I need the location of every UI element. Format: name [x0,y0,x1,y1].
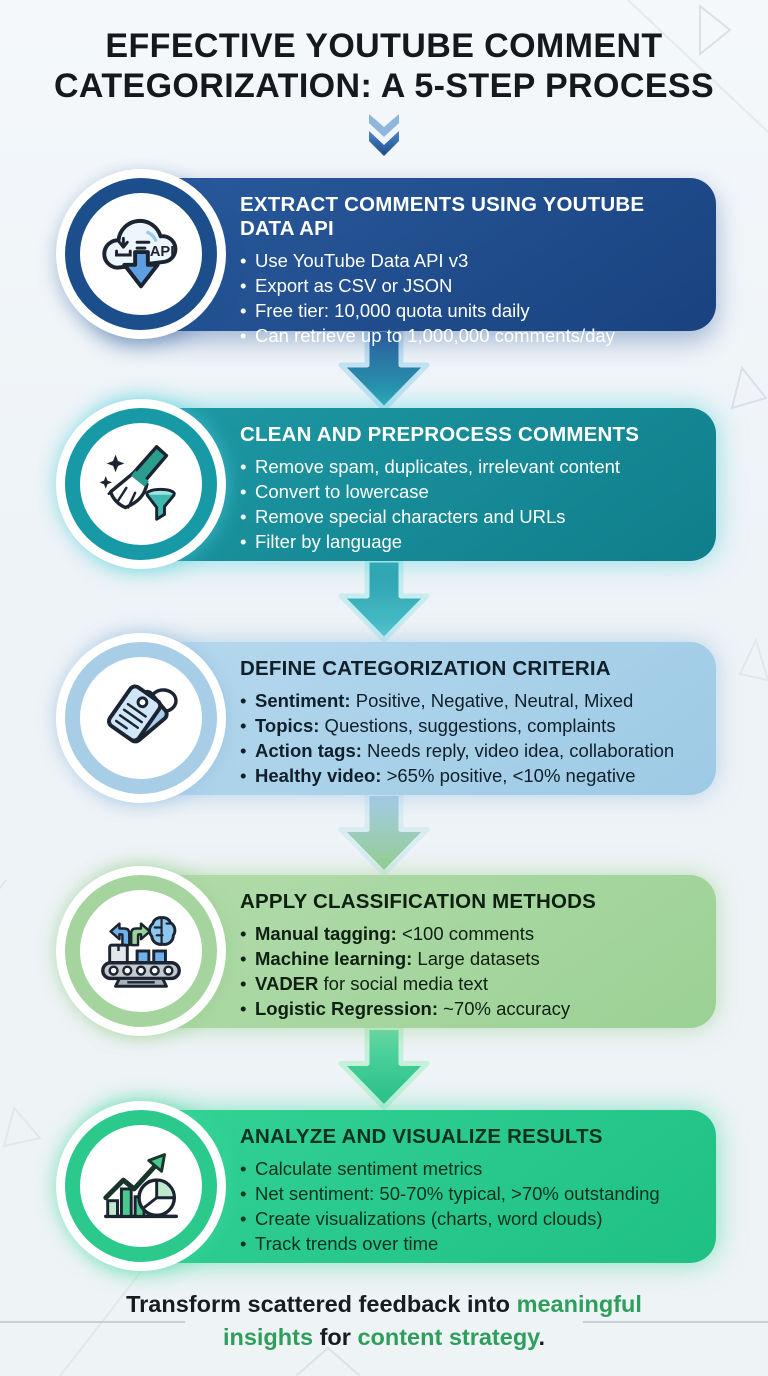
footer-part2: for [313,1324,358,1350]
bullet-item: Use YouTube Data API v3 [240,248,702,273]
step-4-title: APPLY CLASSIFICATION METHODS [240,890,597,913]
bullet-item: Track trends over time [240,1231,702,1256]
bullet-text: ~70% accuracy [437,998,571,1019]
page-title-line1: EFFECTIVE YOUTUBE COMMENT [105,27,663,65]
bullet-text: Calculate sentiment metrics [255,1158,483,1179]
svg-text:API: API [150,244,174,260]
step-4-icon-ring [65,875,217,1027]
bullet-text: >65% positive, <10% negative [381,765,636,786]
step-4-bullets: Manual tagging: <100 comments Machine le… [240,921,702,1021]
flow-arrow-3-icon [338,793,430,876]
bullet-lead: Machine learning: [255,948,413,969]
bullet-item: Calculate sentiment metrics [240,1156,702,1181]
bullet-text: Remove spam, duplicates, irrelevant cont… [255,456,621,477]
bullet-item: VADER for social media text [240,971,702,996]
bullet-text: Filter by language [255,531,403,552]
bullet-text: Can retrieve up to 1,000,000 comments/da… [255,325,615,346]
step-1-title: EXTRACT COMMENTS USING YOUTUBE DATA API [240,193,645,240]
bullet-item: Free tier: 10,000 quota units daily [240,298,702,323]
bullet-item: Healthy video: >65% positive, <10% negat… [240,763,702,788]
step-2-icon-badge [56,399,226,569]
bullet-lead: Action tags: [255,740,362,761]
bullet-text: Use YouTube Data API v3 [255,250,469,271]
footer-text: Transform scattered feedback into meanin… [102,1288,667,1354]
bullet-lead: Manual tagging: [255,923,397,944]
double-down-chevron-icon [369,114,399,156]
bullet-text: Questions, suggestions, complaints [319,715,616,736]
step-3-icon-badge [56,633,226,803]
step-5: ANALYZE AND VISUALIZE RESULTS Calculate … [0,1101,768,1271]
bullet-item: Logistic Regression: ~70% accuracy [240,996,702,1021]
step-1-bullets: Use YouTube Data API v3 Export as CSV or… [240,248,702,348]
cloud-download-api-icon: API [102,219,178,289]
page-title-line2: CATEGORIZATION: A 5-STEP PROCESS [53,67,715,105]
bullet-text: Needs reply, video idea, collaboration [361,740,675,761]
bullet-lead: Healthy video: [255,765,382,786]
bullet-text: <100 comments [396,923,535,944]
bullet-item: Create visualizations (charts, word clou… [240,1206,702,1231]
bullet-lead: VADER [255,973,319,994]
step-3-bullets: Sentiment: Positive, Negative, Neutral, … [240,688,702,788]
bullet-lead: Topics: [255,715,320,736]
bullet-item: Net sentiment: 50-70% typical, >70% outs… [240,1181,702,1206]
price-tags-icon [107,684,178,744]
bullet-text: Large datasets [412,948,540,969]
step-1-icon-badge: API [56,169,226,339]
step-5-icon-ring [65,1110,217,1262]
bullet-item: Can retrieve up to 1,000,000 comments/da… [240,323,702,348]
bullet-item: Action tags: Needs reply, video idea, co… [240,738,702,763]
broom-funnel-icon [99,445,176,521]
footer-part3: . [538,1324,546,1350]
step-5-icon-badge [56,1101,226,1271]
bullet-item: Sentiment: Positive, Negative, Neutral, … [240,688,702,713]
bullet-item: Manual tagging: <100 comments [240,921,702,946]
footer-part1: Transform scattered feedback into [126,1291,517,1317]
bullet-item: Convert to lowercase [240,479,702,504]
step-5-title: ANALYZE AND VISUALIZE RESULTS [240,1125,603,1148]
footer-highlight-1: meaningful insights [222,1291,642,1350]
step-2-bullets: Remove spam, duplicates, irrelevant cont… [240,454,702,554]
bullet-text: Export as CSV or JSON [255,275,453,296]
bullet-item: Filter by language [240,529,702,554]
step-2-icon-ring [65,408,217,560]
step-3-icon-ring [65,642,217,794]
step-4: APPLY CLASSIFICATION METHODS Manual tagg… [0,866,768,1036]
bullet-lead: Sentiment: [255,690,351,711]
bullet-text: for social media text [318,973,489,994]
flow-arrow-4-icon [338,1026,430,1110]
footer-highlight-2: content strategy [357,1324,539,1350]
footer: Transform scattered feedback into meanin… [0,1288,768,1354]
bullet-item: Machine learning: Large datasets [240,946,702,971]
step-3-title: DEFINE CATEGORIZATION CRITERIA [240,657,611,680]
sorting-machine-brain-icon [101,916,181,988]
step-2-title: CLEAN AND PREPROCESS COMMENTS [240,423,640,446]
step-1: EXTRACT COMMENTS USING YOUTUBE DATA API … [0,169,768,348]
bullet-item: Remove spam, duplicates, irrelevant cont… [240,454,702,479]
step-4-icon-badge [56,866,226,1036]
bullet-text: Convert to lowercase [255,481,429,502]
step-2: CLEAN AND PREPROCESS COMMENTS Remove spa… [0,399,768,569]
bullet-item: Export as CSV or JSON [240,273,702,298]
bullet-lead: Logistic Regression: [255,998,438,1019]
bullet-text: Create visualizations (charts, word clou… [255,1208,603,1229]
bullet-item: Remove special characters and URLs [240,504,702,529]
bullet-text: Positive, Negative, Neutral, Mixed [350,690,634,711]
step-5-bullets: Calculate sentiment metrics Net sentimen… [240,1156,702,1256]
step-3: DEFINE CATEGORIZATION CRITERIA Sentiment… [0,633,768,803]
flow-arrow-2-icon [338,559,430,643]
step-1-icon-ring: API [65,178,217,330]
bullet-text: Net sentiment: 50-70% typical, >70% outs… [255,1183,660,1204]
bullet-item: Topics: Questions, suggestions, complain… [240,713,702,738]
bullet-text: Free tier: 10,000 quota units daily [255,300,530,321]
growth-chart-pie-icon [103,1153,178,1219]
bullet-text: Track trends over time [255,1233,439,1254]
bullet-text: Remove special characters and URLs [255,506,566,527]
page-title: EFFECTIVE YOUTUBE COMMENT CATEGORIZATION… [0,26,768,106]
